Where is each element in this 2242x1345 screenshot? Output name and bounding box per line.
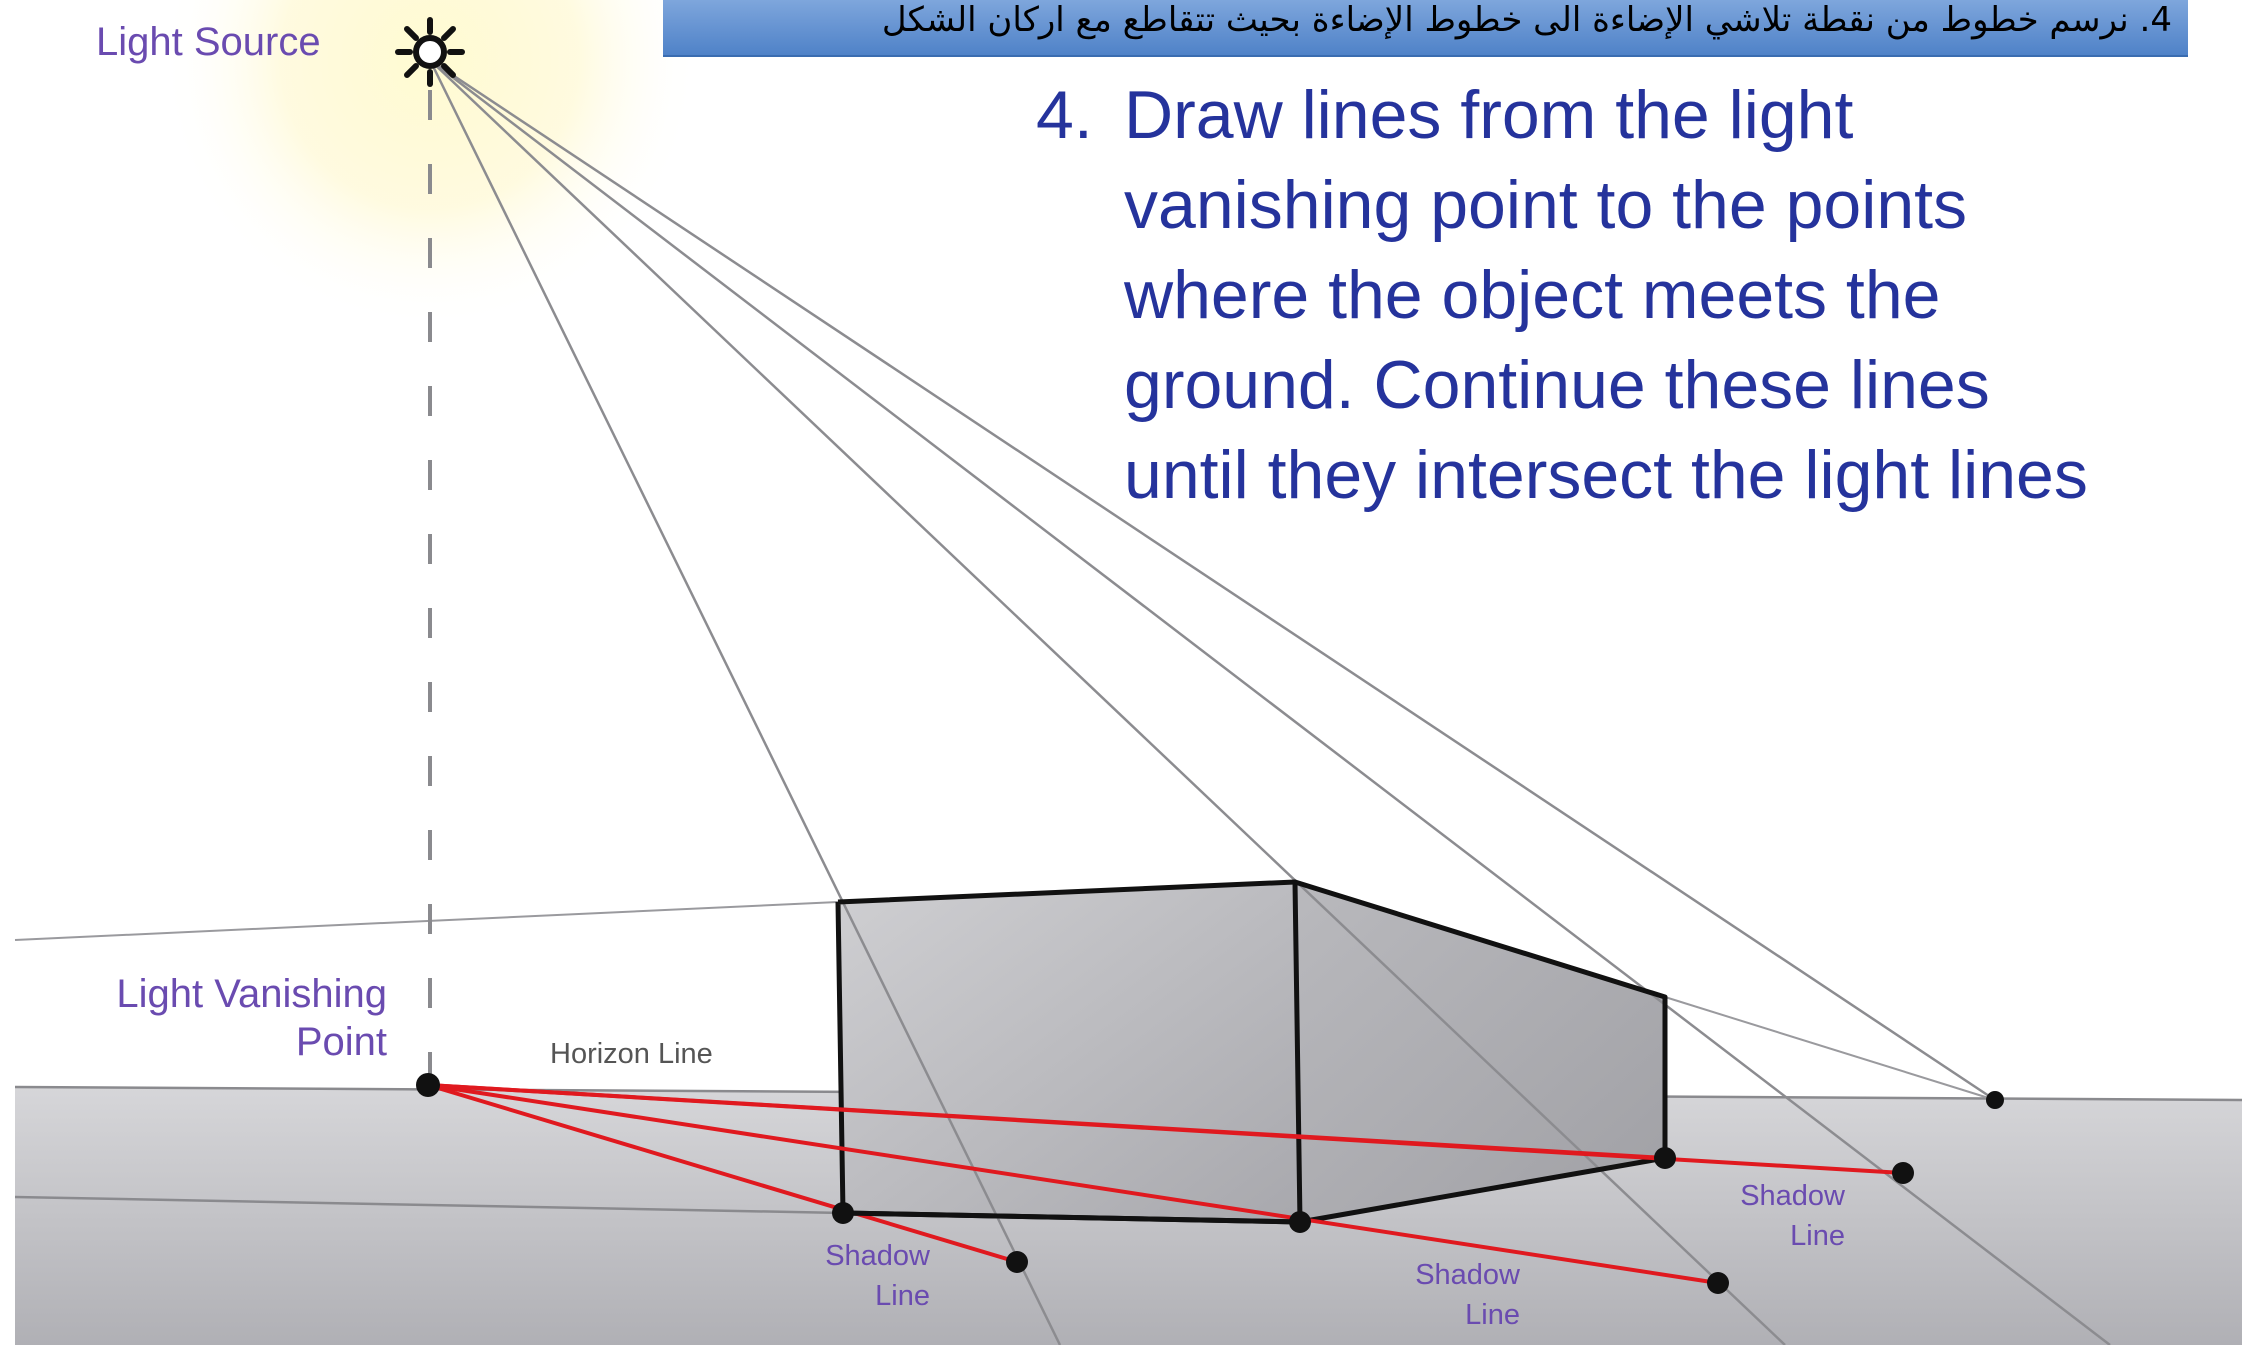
light-line-1 (428, 59, 1062, 1345)
shadow-line-label-2-line-1: Shadow (1415, 1259, 1520, 1291)
light-vanishing-label: Light Vanishing Point (92, 970, 387, 1066)
box-base-edge (842, 1210, 1301, 1225)
shadow-line-label-3-line-2: Line (1790, 1220, 1845, 1252)
top-perspective-line (14, 901, 839, 941)
red-line-4 (427, 1083, 1666, 1160)
sun-ray (441, 63, 456, 78)
sun-icon-core (413, 35, 447, 69)
shadow-end-dot-2 (1707, 1272, 1729, 1294)
horizon-line-label: Horizon Line (550, 1038, 713, 1070)
instruction-line-1: 4. Draw lines from the light (1036, 70, 2236, 160)
red-line-2 (427, 1083, 1719, 1285)
instruction-line-4: ground. Continue these lines (1124, 347, 1990, 423)
box-corner-dot-1 (832, 1202, 854, 1224)
arabic-instruction-banner: 4. نرسم خطوط من نقطة تلاشي الإضاءة الى خ… (663, 0, 2188, 57)
light-line-2 (429, 59, 1786, 1345)
sun-ray (404, 63, 419, 78)
instruction-number: 4. (1036, 77, 1093, 153)
light-line-4 (429, 58, 1996, 1102)
far-vanishing-dot (1986, 1091, 2004, 1109)
shadow-line-label-2: Shadow Line (1380, 1255, 1520, 1335)
light-line-3 (429, 59, 2111, 1345)
box-corner-dot-3 (1654, 1147, 1676, 1169)
sun-ray (404, 26, 419, 41)
instruction-line-2: vanishing point to the points (1124, 167, 1968, 243)
light-lines (428, 58, 2111, 1345)
light-vanishing-label-line-1: Light Vanishing (116, 972, 387, 1016)
shadow-line-label-1-line-2: Line (875, 1280, 930, 1312)
shadow-line-label-3-line-1: Shadow (1740, 1180, 1845, 1212)
ground-base-line (14, 1195, 844, 1215)
box-front-face (838, 882, 1300, 1222)
shadow-line-label-3: Shadow Line (1705, 1176, 1845, 1256)
box-side-outline (1294, 879, 1668, 1225)
sun-icon (395, 17, 465, 87)
instruction-line-3: where the object meets the (1124, 257, 1941, 333)
shadow-line-label-1-line-1: Shadow (825, 1240, 930, 1272)
side-perspective-line (1664, 996, 1996, 1101)
shadow-end-dot-1 (1006, 1251, 1028, 1273)
sun-ray (441, 26, 456, 41)
instruction-line-1-text: Draw lines from the light (1124, 77, 1854, 153)
light-vanishing-label-line-2: Point (295, 1020, 387, 1064)
instruction-text: 4. Draw lines from the light vanishing po… (1036, 70, 2236, 520)
shadow-end-dot-3 (1892, 1162, 1914, 1184)
construction-points (416, 1073, 2004, 1294)
shadow-line-label-2-line-2: Line (1465, 1299, 1520, 1331)
box-corner-dot-2 (1289, 1211, 1311, 1233)
red-line-1 (427, 1083, 1018, 1264)
banner-text: 4. نرسم خطوط من نقطة تلاشي الإضاءة الى خ… (881, 0, 2172, 40)
instruction-line-5: until they intersect the light lines (1124, 437, 2088, 513)
shadow-line-label-1: Shadow Line (790, 1236, 930, 1316)
light-source-label: Light Source (96, 20, 321, 64)
light-vanishing-point-dot (416, 1073, 440, 1097)
